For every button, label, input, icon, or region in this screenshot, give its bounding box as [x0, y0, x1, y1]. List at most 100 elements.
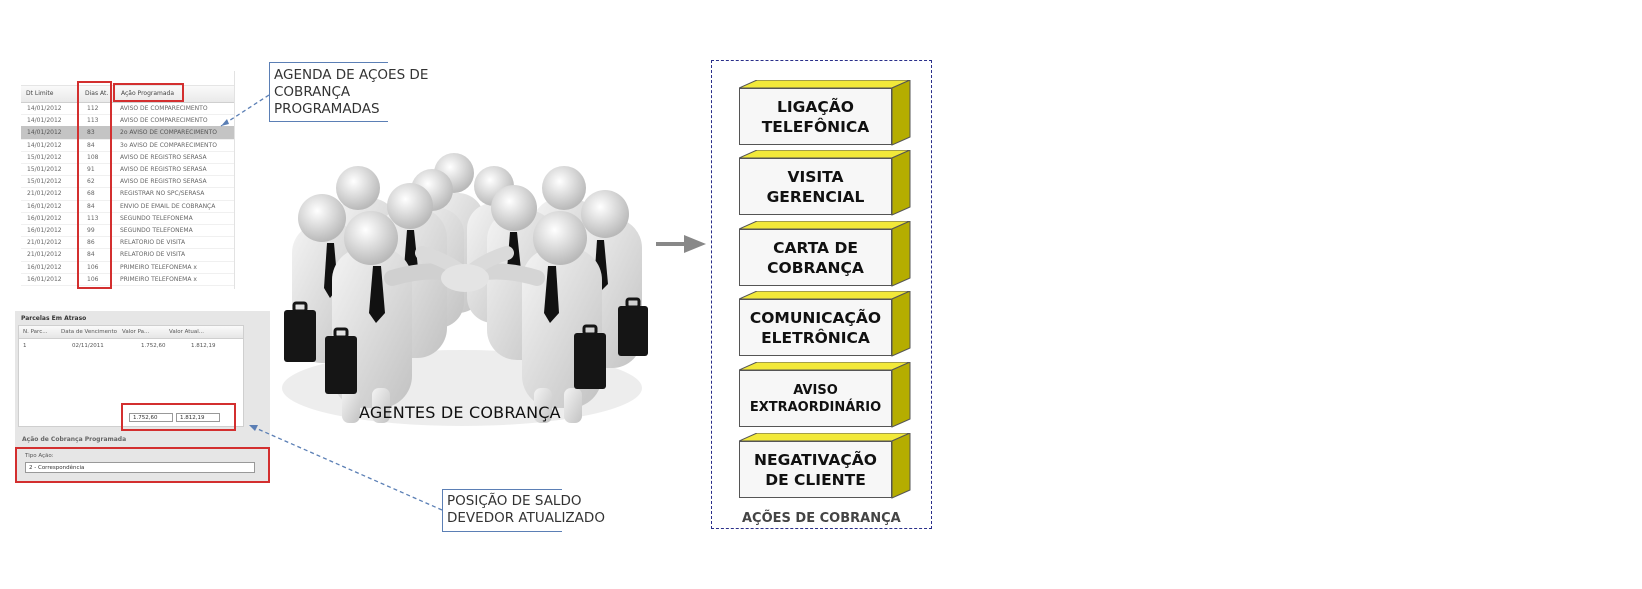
saldo-callout: POSIÇÃO DE SALDO DEVEDOR ATUALIZADO [442, 489, 605, 532]
table-row[interactable]: 14/01/2012 112 AVISO DE COMPARECIMENTO [21, 102, 234, 116]
cell-action: AVISO DE COMPARECIMENTO [120, 105, 208, 112]
total-pago-field[interactable]: 1.752,60 [129, 413, 173, 422]
box-3d-shape [739, 362, 911, 428]
cell-days: 62 [87, 178, 95, 186]
cell-date: 15/01/2012 [27, 178, 62, 186]
acao-label-line-2: EXTRAORDINÁRIO [749, 399, 882, 415]
cell-days: 99 [87, 227, 95, 234]
cell-date: 16/01/2012 [27, 214, 62, 222]
table-row[interactable]: 15/01/2012 62 AVISO DE REGISTRO SERASA [21, 175, 234, 189]
agenda-callout-line-1: AGENDA DE AÇOES DE [274, 67, 429, 83]
cell-action: PRIMEIRO TELEFONEMA x [120, 275, 197, 283]
agenda-callout-line-3: PROGRAMADAS [274, 101, 380, 117]
cell-action: AVISO DE REGISTRO SERASA [120, 166, 207, 173]
cell-action: AVISO DE REGISTRO SERASA [120, 153, 207, 161]
table-row[interactable]: 16/01/2012 84 ENVIO DE EMAIL DE COBRANÇA [21, 200, 234, 213]
cell-date: 14/01/2012 [27, 141, 62, 149]
cell-date: 21/01/2012 [27, 190, 62, 198]
acao-label-line-1: COMUNICAÇÃO [749, 308, 882, 327]
cell-date: 14/01/2012 [27, 129, 62, 137]
cell-date: 14/01/2012 [27, 117, 62, 125]
parcelas-panel: Parcelas Em Atraso N. Parc... Data de Ve… [15, 311, 270, 483]
cell-days: 113 [87, 214, 99, 222]
cell-action: RELATORIO DE VISITA [120, 239, 186, 247]
total-atual-field[interactable]: 1.812,19 [176, 413, 220, 422]
acao-header-highlight [113, 83, 184, 102]
cell-date: 14/01/2012 [27, 105, 62, 112]
cell-action: ENVIO DE EMAIL DE COBRANÇA [120, 202, 216, 210]
cell-days: 113 [87, 117, 99, 125]
acao-label-line-1: NEGATIVAÇÃO [754, 450, 877, 469]
cell-date: 16/01/2012 [27, 263, 62, 271]
agenda-callout: AGENDA DE AÇOES DE COBRANÇA PROGRAMADAS [269, 62, 429, 122]
joined-hands [384, 246, 545, 292]
header-dt-limite[interactable]: Dt Limite [26, 90, 54, 97]
parcelas-grid-header [19, 326, 243, 339]
table-row[interactable]: 15/01/2012 108 AVISO DE REGISTRO SERASA [21, 151, 234, 164]
header-valor-atual[interactable]: Valor Atual... [169, 329, 205, 335]
cell-days: 112 [87, 105, 99, 112]
saldo-connector-arrowhead [249, 425, 258, 431]
totals-highlight [121, 403, 236, 431]
acao-label-line-2: TELEFÔNICA [761, 117, 870, 136]
acao-label-line-1: CARTA DE [773, 238, 858, 257]
saldo-callout-line-2: DEVEDOR ATUALIZADO [447, 510, 605, 526]
cell-action: AVISO DE REGISTRO SERASA [120, 178, 207, 186]
agenda-connector-line [220, 94, 270, 127]
cell-days: 108 [87, 153, 99, 161]
cell-days: 84 [87, 251, 95, 259]
cell-days: 86 [87, 239, 95, 247]
header-valor-pago[interactable]: Valor Pa... [122, 329, 150, 335]
cell-vencimento: 02/11/2011 [72, 343, 104, 349]
cell-days: 84 [87, 202, 95, 210]
acao-label-line-2: ELETRÔNICA [761, 328, 870, 347]
header-dias-atraso[interactable]: Dias At. [85, 90, 109, 97]
cell-date: 16/01/2012 [27, 275, 62, 283]
header-acao-programada[interactable]: Ação Programada [121, 90, 175, 97]
agentes-illustration [272, 148, 656, 430]
cell-action: 2o AVISO DE COMPARECIMENTO [120, 129, 217, 137]
header-data-vencimento[interactable]: Data de Vencimento [61, 329, 118, 335]
cell-date: 16/01/2012 [27, 202, 62, 210]
cell-date: 16/01/2012 [27, 227, 62, 234]
cell-days: 91 [87, 166, 95, 173]
parcelas-title: Parcelas Em Atraso [21, 315, 87, 322]
saldo-callout-line-1: POSIÇÃO DE SALDO [447, 493, 582, 509]
acao-label-line-1: VISITA [787, 167, 844, 186]
acao-label-line-2: DE CLIENTE [765, 470, 866, 489]
dias-column-highlight [77, 81, 112, 289]
cell-days: 106 [87, 263, 99, 271]
acao-programada-section-title: Ação de Cobrança Programada [22, 436, 127, 443]
agenda-table: Dt Limite Dias At. Ação Programada 14/01… [21, 71, 235, 289]
cell-valor-pago: 1.752,60 [141, 343, 166, 349]
cell-action: PRIMEIRO TELEFONEMA x [120, 263, 197, 271]
table-row[interactable]: 16/01/2012 106 PRIMEIRO TELEFONEMA x [21, 261, 234, 274]
tipo-acao-field[interactable]: 2 - Correspondência [25, 462, 255, 473]
cell-action: REGISTRAR NO SPC/SERASA [120, 190, 205, 198]
table-row[interactable]: 15/01/2012 91 AVISO DE REGISTRO SERASA [21, 163, 234, 177]
acao-label-line-1: LIGAÇÃO [777, 97, 854, 116]
saldo-connector-line [250, 425, 443, 511]
header-n-parcela[interactable]: N. Parc... [23, 329, 48, 335]
cell-date: 15/01/2012 [27, 153, 62, 161]
briefcase-icons [284, 297, 648, 394]
cell-date: 15/01/2012 [27, 166, 62, 173]
agenda-callout-line-2: COBRANÇA [274, 84, 351, 100]
